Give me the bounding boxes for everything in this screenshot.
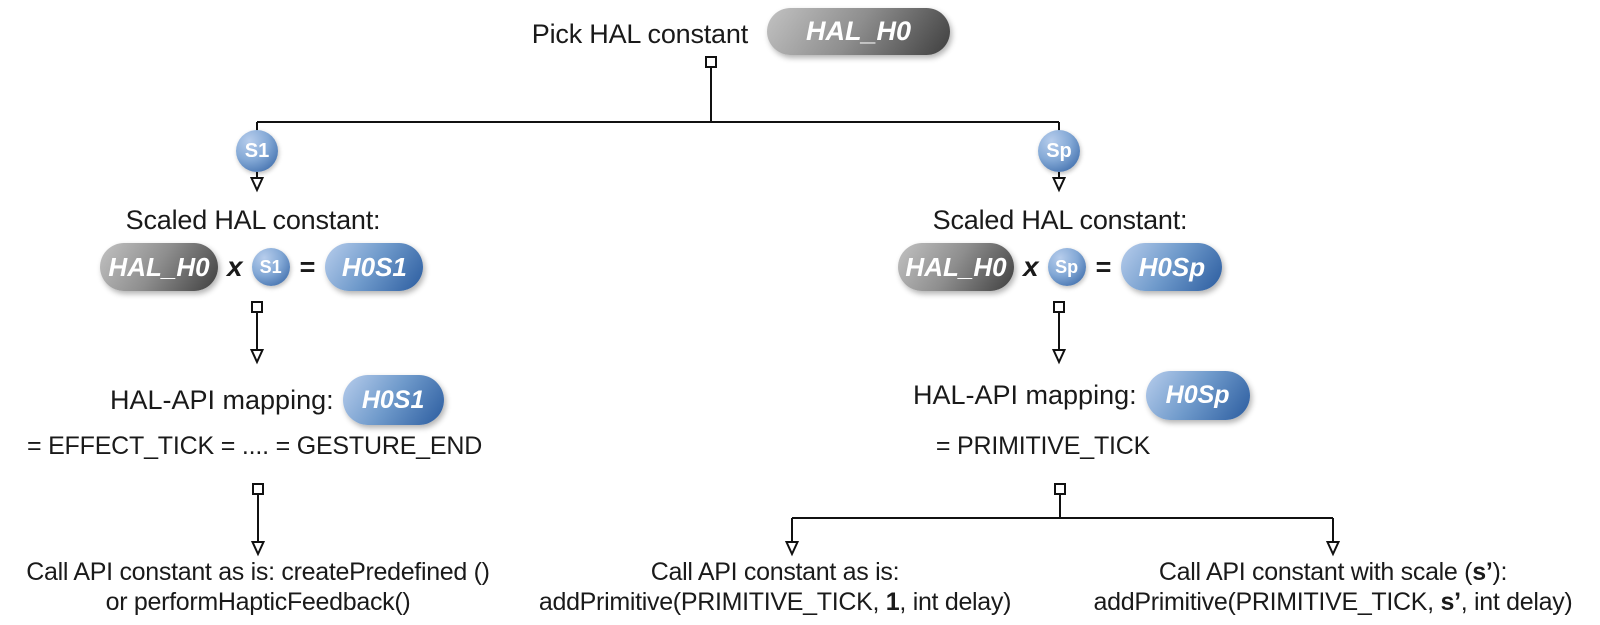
call-with-scale-line2-post: , int delay) (1460, 588, 1573, 616)
call-with-scale-text: Call API constant with scale (s’): addPr… (1082, 557, 1584, 617)
right-mapping-equation: = PRIMITIVE_TICK (935, 432, 1151, 460)
call-with-scale-line1: Call API constant with scale (s’): (1082, 557, 1584, 587)
right-mapping-heading: HAL-API mapping: (913, 379, 1137, 410)
left-hal-pill: HAL_H0 (100, 243, 218, 291)
call-with-scale-line1-bold: s’ (1472, 558, 1493, 586)
right-mapping-arrow (1051, 301, 1067, 365)
left-mapping-row: HAL-API mapping: H0S1 (110, 374, 444, 426)
root-hal-pill: HAL_H0 (767, 8, 950, 55)
s1-arrow (249, 172, 265, 193)
primitive-branch-connector (784, 483, 1341, 557)
left-call-arrow (250, 483, 266, 557)
right-result-pill-label: H0Sp (1138, 251, 1206, 282)
root-hal-pill-label: HAL_H0 (805, 16, 912, 46)
s1-scale-badge-label: S1 (244, 139, 270, 162)
right-mapping-pill-label: H0Sp (1165, 380, 1230, 409)
right-hal-pill: HAL_H0 (898, 243, 1014, 291)
call-with-scale-line1-pre: Call API constant with scale ( (1158, 558, 1473, 586)
left-mapping-equation: = EFFECT_TICK = .... = GESTURE_END (26, 432, 483, 460)
call-as-is-text: Call API constant as is: addPrimitive(PR… (525, 557, 1025, 617)
left-scaled-heading: Scaled HAL constant: (125, 205, 381, 235)
left-times-operator: x (227, 251, 243, 282)
call-with-scale-line2-bold: s’ (1440, 588, 1461, 616)
right-scaled-heading: Scaled HAL constant: (932, 205, 1188, 235)
left-mapping-pill-label: H0S1 (361, 385, 425, 414)
right-equals-operator: = (1095, 251, 1112, 282)
right-mapping-pill: H0Sp (1145, 370, 1250, 420)
left-result-pill: H0S1 (325, 243, 424, 291)
call-with-scale-line2-pre: addPrimitive(PRIMITIVE_TICK, (1093, 588, 1441, 616)
call-with-scale-line1-post: ): (1492, 558, 1508, 586)
call-as-is-line2-pre: addPrimitive(PRIMITIVE_TICK, (538, 588, 886, 616)
left-mapping-heading: HAL-API mapping: (110, 384, 334, 415)
call-as-is-line2: addPrimitive(PRIMITIVE_TICK, 1, int dela… (525, 587, 1025, 617)
left-hal-pill-label: HAL_H0 (108, 251, 210, 282)
left-scale-operand-label: S1 (259, 256, 282, 277)
sp-arrow (1051, 172, 1067, 193)
left-scaled-formula: HAL_H0 x S1 = H0S1 (100, 242, 424, 292)
right-scale-operand-badge: Sp (1047, 248, 1086, 286)
sp-scale-badge: Sp (1038, 130, 1080, 172)
left-scale-operand-badge: S1 (251, 248, 290, 286)
left-result-pill-label: H0S1 (341, 251, 407, 282)
right-mapping-row: HAL-API mapping: H0Sp (913, 370, 1250, 420)
left-call-line2: or performHapticFeedback() (105, 588, 411, 616)
root-branch-connector (256, 56, 1060, 132)
sp-scale-badge-label: Sp (1046, 139, 1072, 162)
left-equals-operator: = (299, 251, 316, 282)
call-as-is-line2-bold: 1 (885, 588, 900, 616)
call-as-is-line1: Call API constant as is: (650, 558, 900, 586)
call-with-scale-line2: addPrimitive(PRIMITIVE_TICK, s’, int del… (1082, 587, 1584, 617)
right-result-pill: H0Sp (1121, 243, 1223, 291)
left-call-text: Call API constant as is: createPredefine… (0, 557, 516, 617)
left-mapping-pill: H0S1 (342, 375, 444, 425)
right-times-operator: x (1023, 251, 1039, 282)
left-mapping-arrow (249, 301, 265, 365)
right-hal-pill-label: HAL_H0 (905, 251, 1007, 282)
root-label: Pick HAL constant (531, 19, 748, 49)
call-as-is-line2-post: , int delay) (899, 588, 1012, 616)
right-scaled-formula: HAL_H0 x Sp = H0Sp (898, 242, 1223, 292)
left-call-line1: Call API constant as is: createPredefine… (26, 558, 490, 586)
s1-scale-badge: S1 (236, 130, 278, 172)
right-scale-operand-label: Sp (1055, 256, 1079, 277)
